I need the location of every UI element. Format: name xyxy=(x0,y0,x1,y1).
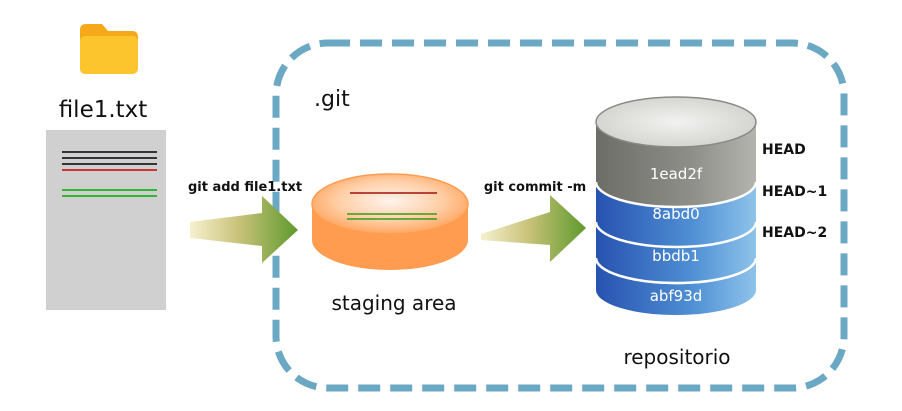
git-commit-label: git commit -m xyxy=(484,180,586,195)
git-directory-label: .git xyxy=(314,87,350,112)
file-document xyxy=(46,130,166,310)
folder-icon xyxy=(80,24,138,74)
staging-area-cylinder xyxy=(311,173,469,270)
ref-label: HEAD~1 xyxy=(762,184,827,200)
git-directory-border xyxy=(272,39,848,392)
ref-label: HEAD xyxy=(762,142,806,158)
git-add-arrow xyxy=(190,196,298,263)
repository-label: repositorio xyxy=(623,345,730,369)
repository-stack: 1ead2f 8abd0 bbdb1 abf93d xyxy=(594,96,758,315)
commit-hash: bbdb1 xyxy=(652,247,700,265)
file-name: file1.txt xyxy=(59,97,148,123)
commit-hash: 8abd0 xyxy=(652,205,699,223)
commit-hash: 1ead2f xyxy=(650,165,703,183)
head-commit-disk xyxy=(594,96,758,209)
git-add-label: git add file1.txt xyxy=(188,180,302,195)
staging-area-label: staging area xyxy=(331,291,456,315)
ref-label: HEAD~2 xyxy=(762,225,827,241)
commit-hash: abf93d xyxy=(650,287,703,305)
git-commit-arrow xyxy=(481,195,586,262)
